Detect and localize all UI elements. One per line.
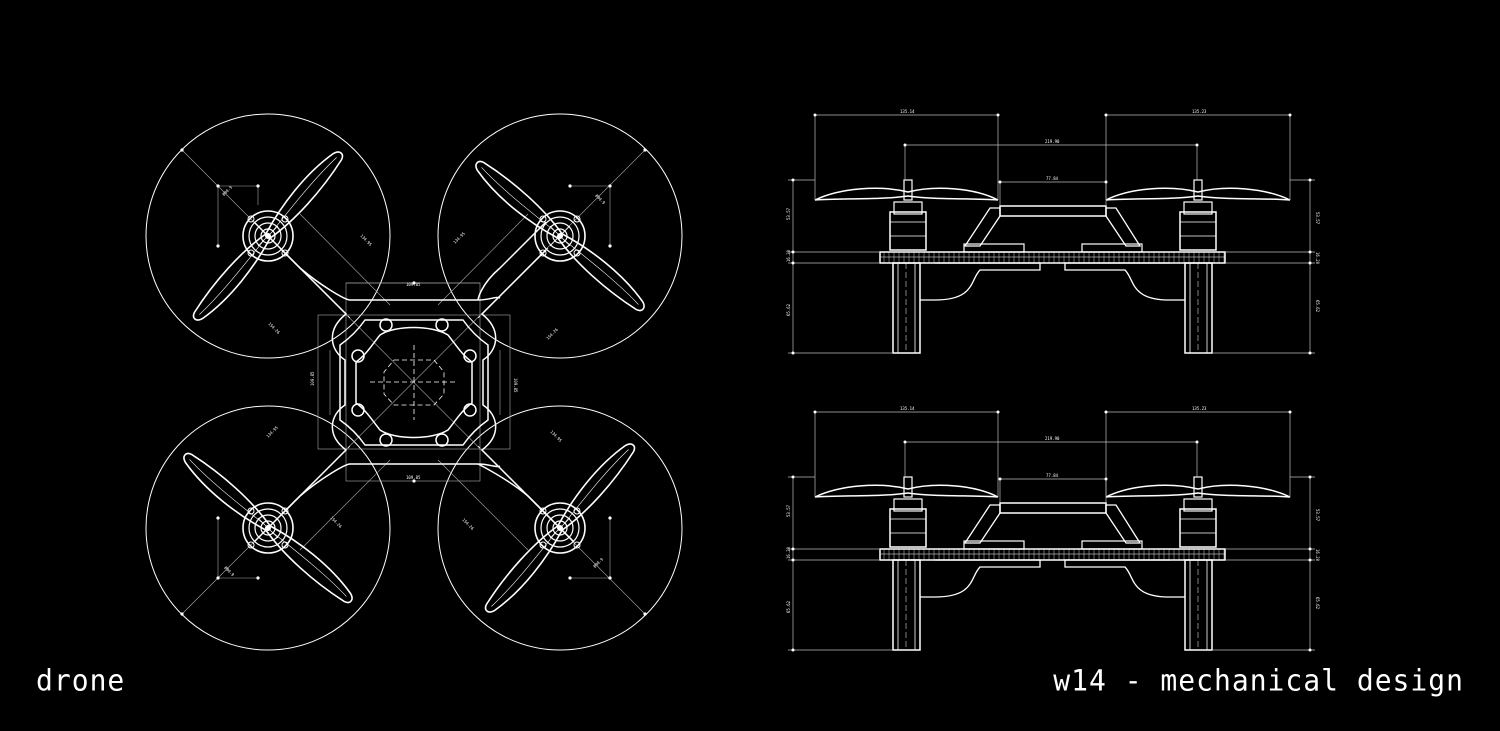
motor-front-right — [534, 210, 586, 262]
dim-label: 53.57 — [1315, 212, 1320, 225]
prop-circle-front-right — [437, 113, 683, 359]
dim-label: 134.95 — [452, 231, 466, 245]
dim-label: 134.95 — [549, 429, 563, 443]
dim-label: 154.26 — [461, 517, 475, 531]
dim-label: 16.20 — [1315, 252, 1320, 265]
dim-label: 65.62 — [1315, 300, 1320, 313]
motor-front-left — [242, 210, 294, 262]
dim-label: 109.85 — [406, 282, 421, 287]
dim-label: 109.85 — [310, 371, 315, 386]
dim-label: 135.23 — [1192, 109, 1207, 114]
dim-label: 109.85 — [513, 378, 518, 393]
dim-label: 154.26 — [329, 515, 343, 529]
dim-label: 135.23 — [1192, 406, 1207, 411]
dim-label: 77.84 — [1046, 176, 1059, 181]
caption-title: drone — [36, 663, 126, 698]
dim-label: 65.62 — [1315, 597, 1320, 610]
caption-subtitle: w14 - mechanical design — [1053, 663, 1464, 698]
dim-label: 53.57 — [786, 504, 791, 517]
dim-label: 53.57 — [1315, 509, 1320, 522]
dim-label: Ø90.9 — [223, 565, 235, 577]
plate-hatching — [883, 252, 1225, 263]
side-view-drawing-upper: 135.14 135.23 219.90 77.84 53.57 53.57 1… — [786, 109, 1320, 356]
dim-label: Ø90.9 — [592, 556, 604, 568]
dim-label: 134.95 — [359, 233, 373, 247]
dim-label: 65.62 — [786, 600, 791, 613]
dim-label: 109.85 — [406, 475, 421, 480]
dim-label: 154.26 — [267, 321, 281, 335]
dim-label: 134.95 — [265, 425, 279, 439]
dim-label: 135.14 — [900, 406, 915, 411]
motor-rear-left — [242, 502, 294, 554]
side-view-drawing-lower: 135.14 135.23 219.90 77.84 53.57 53.57 1… — [786, 406, 1320, 653]
dim-label: 16.20 — [1315, 549, 1320, 562]
dim-label: 154.26 — [545, 327, 559, 341]
top-view-drawing: Ø90.9 Ø90.9 Ø90.9 Ø90.9 134.95 134.95 13… — [145, 113, 683, 651]
dim-label: 219.90 — [1045, 436, 1060, 441]
prop-circle-rear-left — [145, 405, 391, 651]
dim-label: 65.62 — [786, 303, 791, 316]
plate-hatching — [883, 549, 1225, 560]
prop-circle-rear-right — [437, 405, 683, 651]
prop-circle-front-left — [145, 113, 391, 359]
dim-label: 77.84 — [1046, 473, 1059, 478]
dim-label: Ø90.9 — [594, 193, 606, 205]
dim-label: 219.90 — [1045, 139, 1060, 144]
dim-label: 135.14 — [900, 109, 915, 114]
dim-label: 53.57 — [786, 207, 791, 220]
dim-label: 16.20 — [786, 249, 791, 262]
dim-label: 16.20 — [786, 546, 791, 559]
motor-rear-right — [534, 502, 586, 554]
